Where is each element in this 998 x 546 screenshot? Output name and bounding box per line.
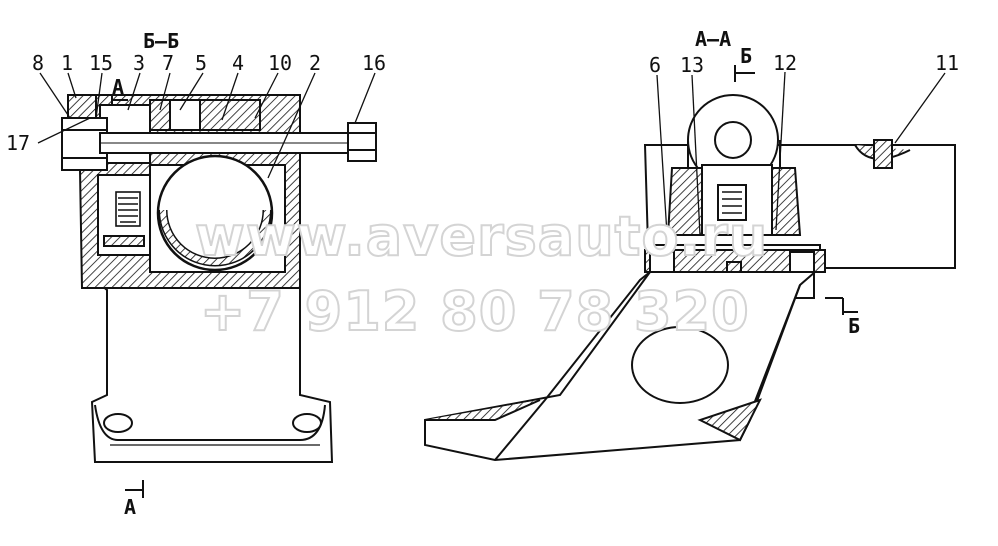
section-title-bb: Б–Б [143,29,179,53]
watermark-url: www.aversauto.ru [195,205,768,268]
watermark-phone: +7 912 80 78 320 [200,280,750,343]
section-title-aa: А–А [695,27,731,51]
callout-1: 1 [61,51,73,75]
right-leader-lines [656,71,946,251]
callout-3: 3 [133,51,145,75]
bracket-body [90,279,334,463]
callout-17: 17 [6,131,30,155]
callout-6: 6 [649,53,661,77]
left-section-view [61,94,377,498]
callout-13: 13 [680,53,704,77]
cut-label-b-right: Б [848,314,860,338]
adjusting-bushing [61,117,108,171]
section-titles: Б–Б А–А А А Б Б [112,27,860,519]
callout-5: 5 [195,51,207,75]
cut-label-a-top: А [112,75,124,99]
callout-16: 16 [362,51,386,75]
watermark: www.aversauto.ru +7 912 80 78 320 [194,204,768,344]
cut-label-b-top: Б [740,44,752,68]
right-section-view [424,65,956,462]
cut-label-a-bottom: А [124,495,136,519]
callout-7: 7 [162,51,174,75]
callout-11: 11 [935,51,959,75]
callout-15: 15 [89,51,113,75]
left-leader-lines [37,72,376,179]
callout-2: 2 [309,51,321,75]
callout-4: 4 [232,51,244,75]
callout-12: 12 [773,51,797,75]
callout-8: 8 [32,51,44,75]
bolt-head [347,122,377,162]
shaft-bore [156,154,274,272]
callout-10: 10 [268,51,292,75]
callout-numbers: 8 1 15 3 7 5 4 10 2 16 17 6 13 12 11 [6,51,959,155]
spring [115,191,141,227]
